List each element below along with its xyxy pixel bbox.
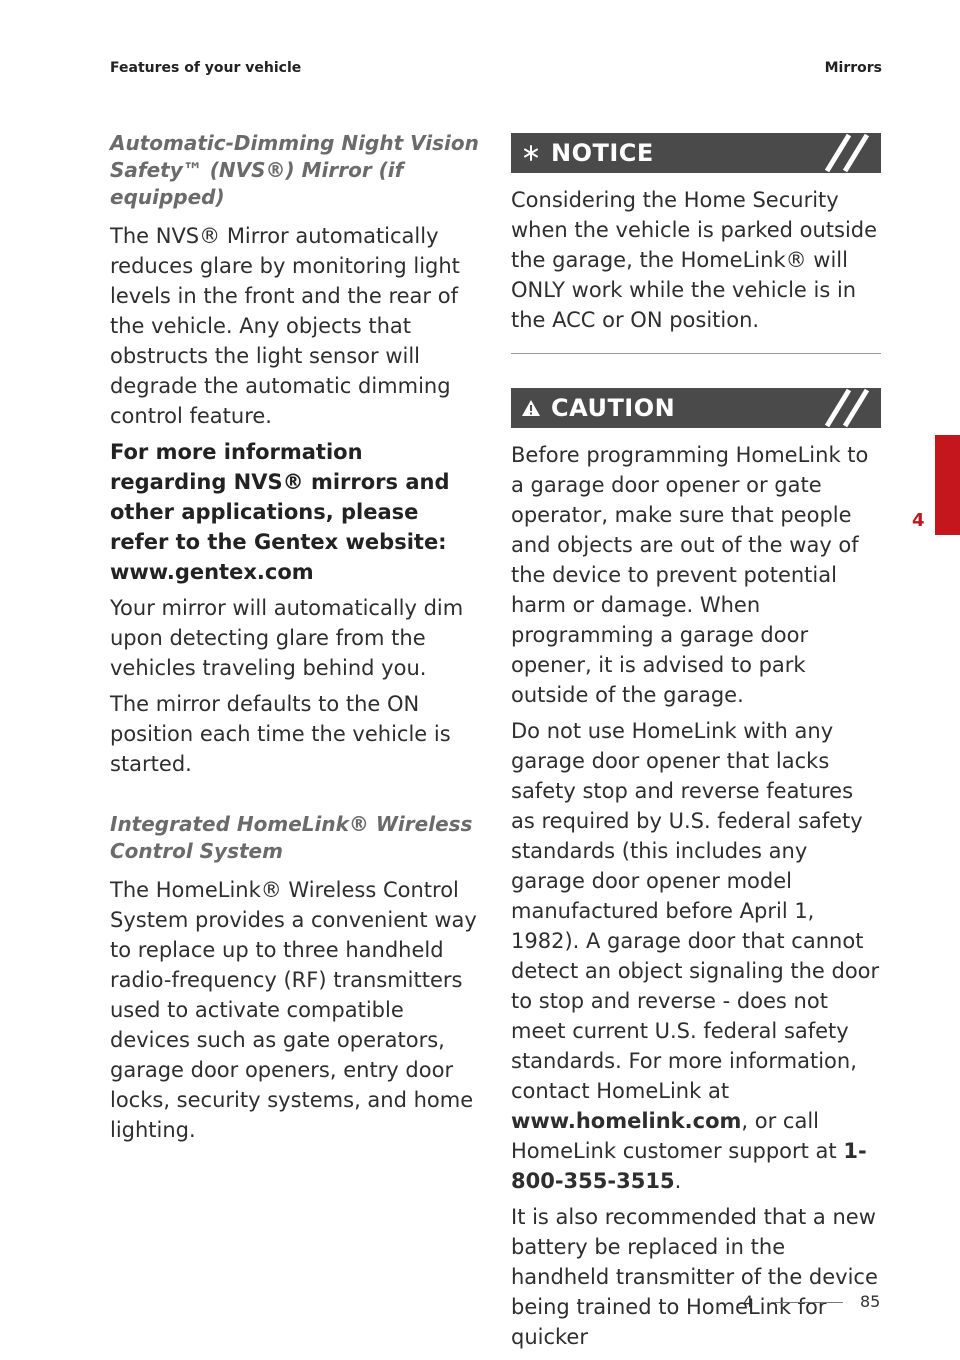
footer-chapter-number: 4	[743, 1292, 754, 1311]
caution-banner: CAUTION	[511, 388, 881, 428]
caution-paragraph-battery: It is also recommended that a new batter…	[511, 1205, 878, 1349]
caution-paragraph-safety: Do not use HomeLink with any garage door…	[511, 716, 881, 1196]
divider	[511, 353, 881, 354]
asterisk-icon	[511, 143, 551, 163]
paragraph-homelink-description: The HomeLink® Wireless Control System pr…	[110, 878, 477, 1142]
caution-safety-text-a: Do not use HomeLink with any garage door…	[511, 719, 880, 1103]
banner-slash-decoration	[824, 133, 870, 173]
paragraph-gentex-info: For more information regarding NVS® mirr…	[110, 440, 450, 584]
warning-triangle-icon	[511, 399, 551, 417]
section-heading-nvs-mirror: Automatic-Dimming Night Vision Safety™ (…	[110, 131, 479, 209]
paragraph-nvs-description: The NVS® Mirror automatically reduces gl…	[110, 224, 460, 428]
caution-safety-text-c: .	[674, 1169, 682, 1193]
notice-title: NOTICE	[551, 139, 654, 167]
footer-divider	[771, 1302, 843, 1303]
left-column: Automatic-Dimming Night Vision Safety™ (…	[110, 130, 482, 1151]
notice-banner: NOTICE	[511, 133, 881, 173]
chapter-tab	[935, 435, 960, 535]
homelink-phone-number: 1-800-355-3515	[511, 1139, 867, 1193]
caution-paragraph-programming: Before programming HomeLink to a garage …	[511, 443, 869, 707]
right-column: NOTICE Considering the Home Security whe…	[511, 133, 881, 1358]
notice-text: Considering the Home Security when the v…	[511, 188, 878, 332]
caution-safety-text-b: , or call HomeLink customer support at	[511, 1109, 844, 1163]
paragraph-default-on: The mirror defaults to the ON position e…	[110, 692, 451, 776]
footer-page-number: 85	[860, 1292, 881, 1311]
banner-slash-decoration	[824, 388, 870, 428]
spacer	[110, 785, 482, 811]
homelink-website-link[interactable]: www.homelink.com	[511, 1109, 742, 1133]
chapter-tab-number: 4	[912, 510, 925, 531]
section-heading-homelink: Integrated HomeLink® Wireless Control Sy…	[110, 812, 473, 863]
running-header-section: Features of your vehicle	[110, 60, 302, 76]
running-header-topic: Mirrors	[824, 60, 882, 76]
caution-title: CAUTION	[551, 394, 676, 422]
paragraph-auto-dim: Your mirror will automatically dim upon …	[110, 596, 464, 680]
